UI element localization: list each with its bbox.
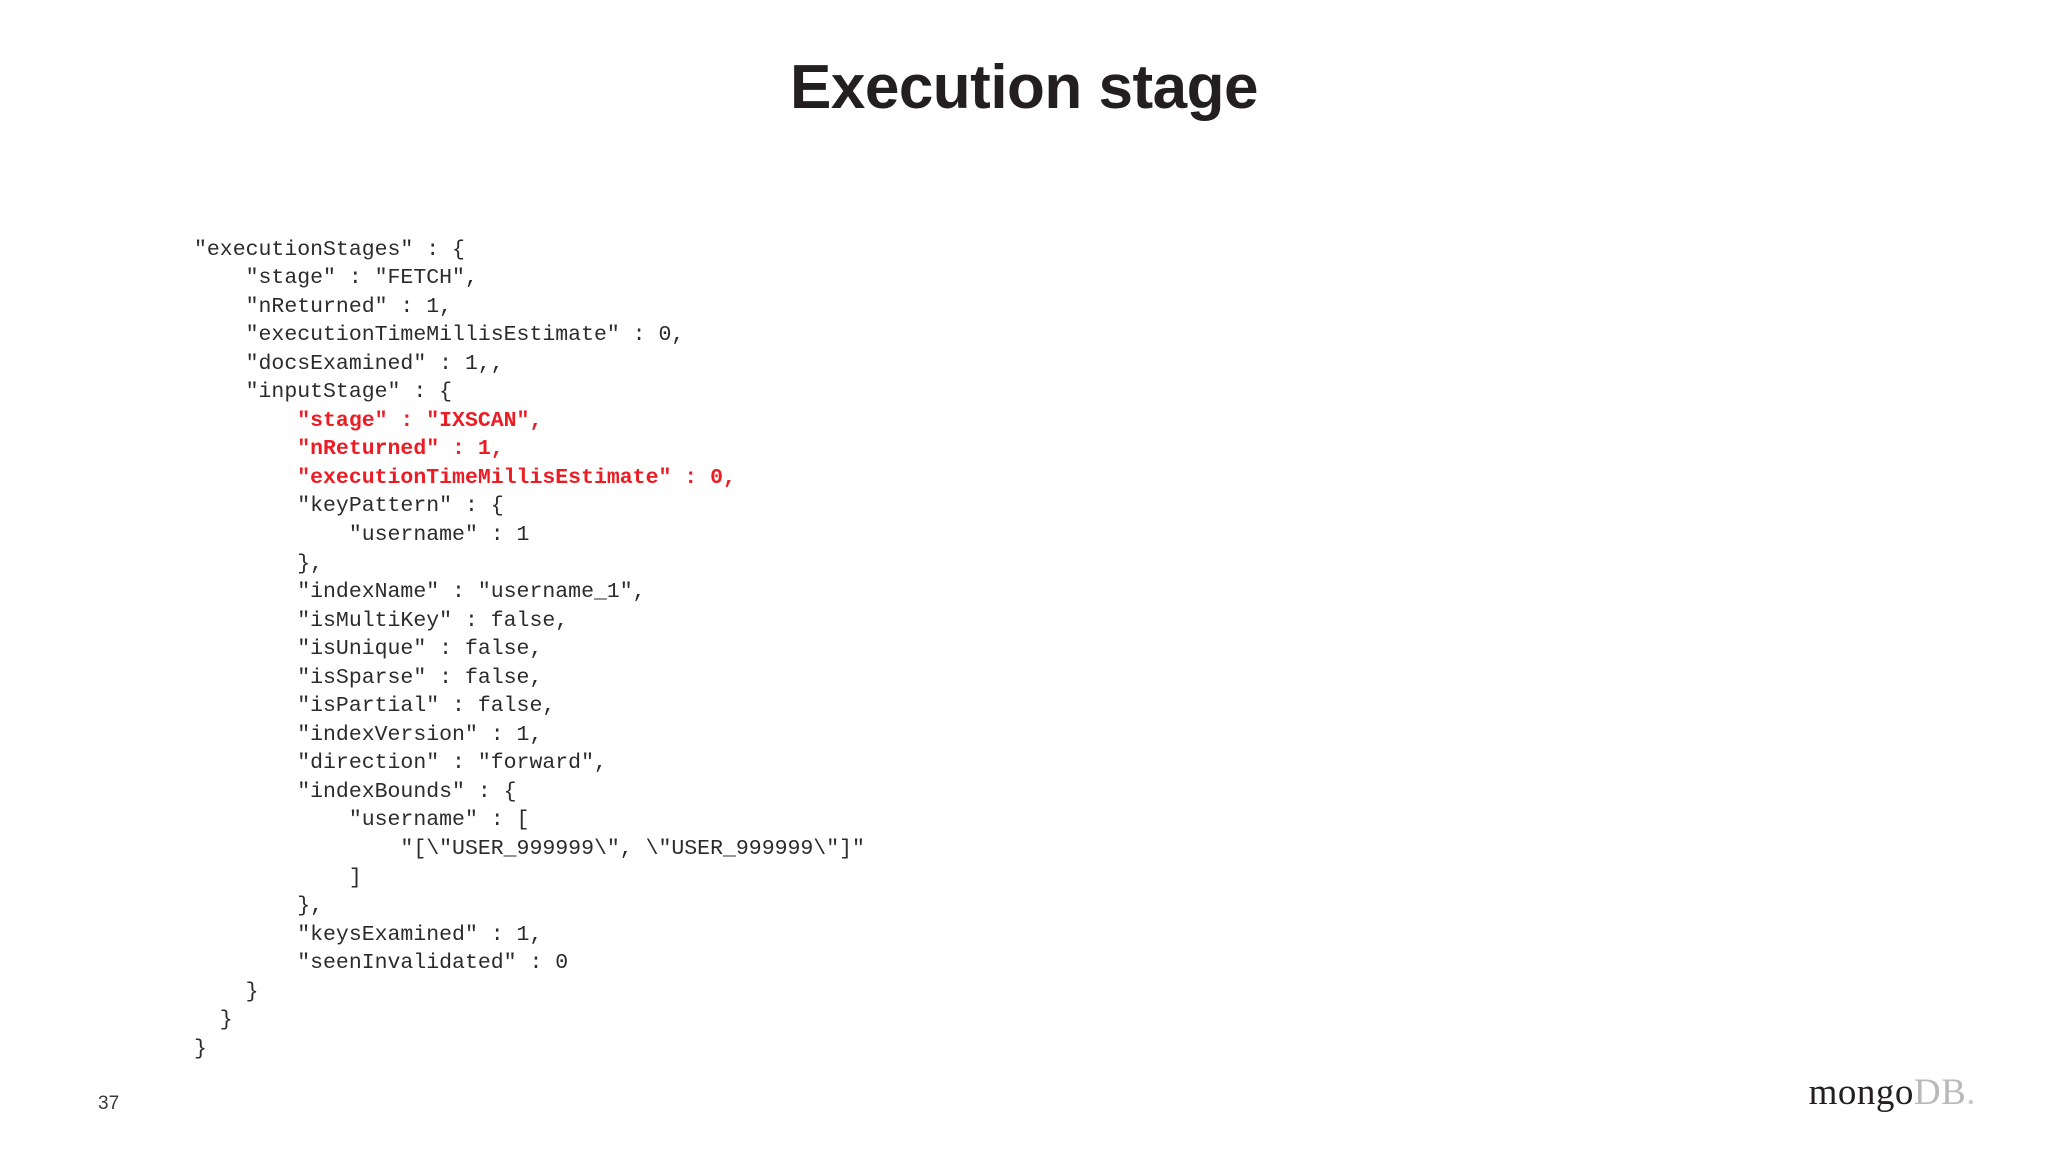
code-line: "nReturned" : 1, — [194, 294, 453, 319]
code-line: "stage" : "FETCH", — [194, 266, 478, 291]
code-line: "keyPattern" : { — [194, 494, 504, 519]
code-line: "stage" : "IXSCAN", — [194, 408, 543, 433]
page-number: 37 — [98, 1093, 120, 1114]
code-line: "isPartial" : false, — [194, 694, 556, 719]
code-line: "username" : 1 — [194, 522, 530, 547]
code-block: "executionStages" : { "stage" : "FETCH",… — [194, 236, 865, 1064]
code-line: "seenInvalidated" : 0 — [194, 951, 569, 976]
code-line: "inputStage" : { — [194, 380, 453, 405]
code-line: "executionTimeMillisEstimate" : 0, — [194, 323, 685, 348]
code-line: "direction" : "forward", — [194, 751, 607, 776]
code-line: "executionStages" : { — [194, 237, 465, 262]
code-line: "keysExamined" : 1, — [194, 922, 543, 947]
logo-text-mongo: mongo — [1808, 1072, 1914, 1113]
page-title: Execution stage — [790, 53, 1258, 122]
code-line: } — [194, 1036, 207, 1061]
code-line: "docsExamined" : 1,, — [194, 351, 504, 376]
code-line: "nReturned" : 1, — [194, 437, 504, 462]
code-line: ] — [194, 865, 362, 890]
code-line: "isUnique" : false, — [194, 637, 543, 662]
code-line: }, — [194, 551, 324, 576]
logo-text-dot: . — [1966, 1072, 1976, 1113]
code-line: "indexBounds" : { — [194, 779, 517, 804]
code-line: "[\"USER_999999\", \"USER_999999\"]" — [194, 836, 865, 861]
code-line: "isMultiKey" : false, — [194, 608, 569, 633]
code-line: "isSparse" : false, — [194, 665, 543, 690]
code-line: "indexName" : "username_1", — [194, 580, 646, 605]
mongodb-logo: mongoDB. — [1809, 1073, 1976, 1113]
logo-text-db: DB — [1913, 1072, 1967, 1113]
code-line: "indexVersion" : 1, — [194, 722, 543, 747]
code-line: "executionTimeMillisEstimate" : 0, — [194, 465, 736, 490]
code-line: }, — [194, 894, 324, 919]
code-line: } — [194, 979, 259, 1004]
code-line: } — [194, 1008, 233, 1033]
code-line: "username" : [ — [194, 808, 530, 833]
